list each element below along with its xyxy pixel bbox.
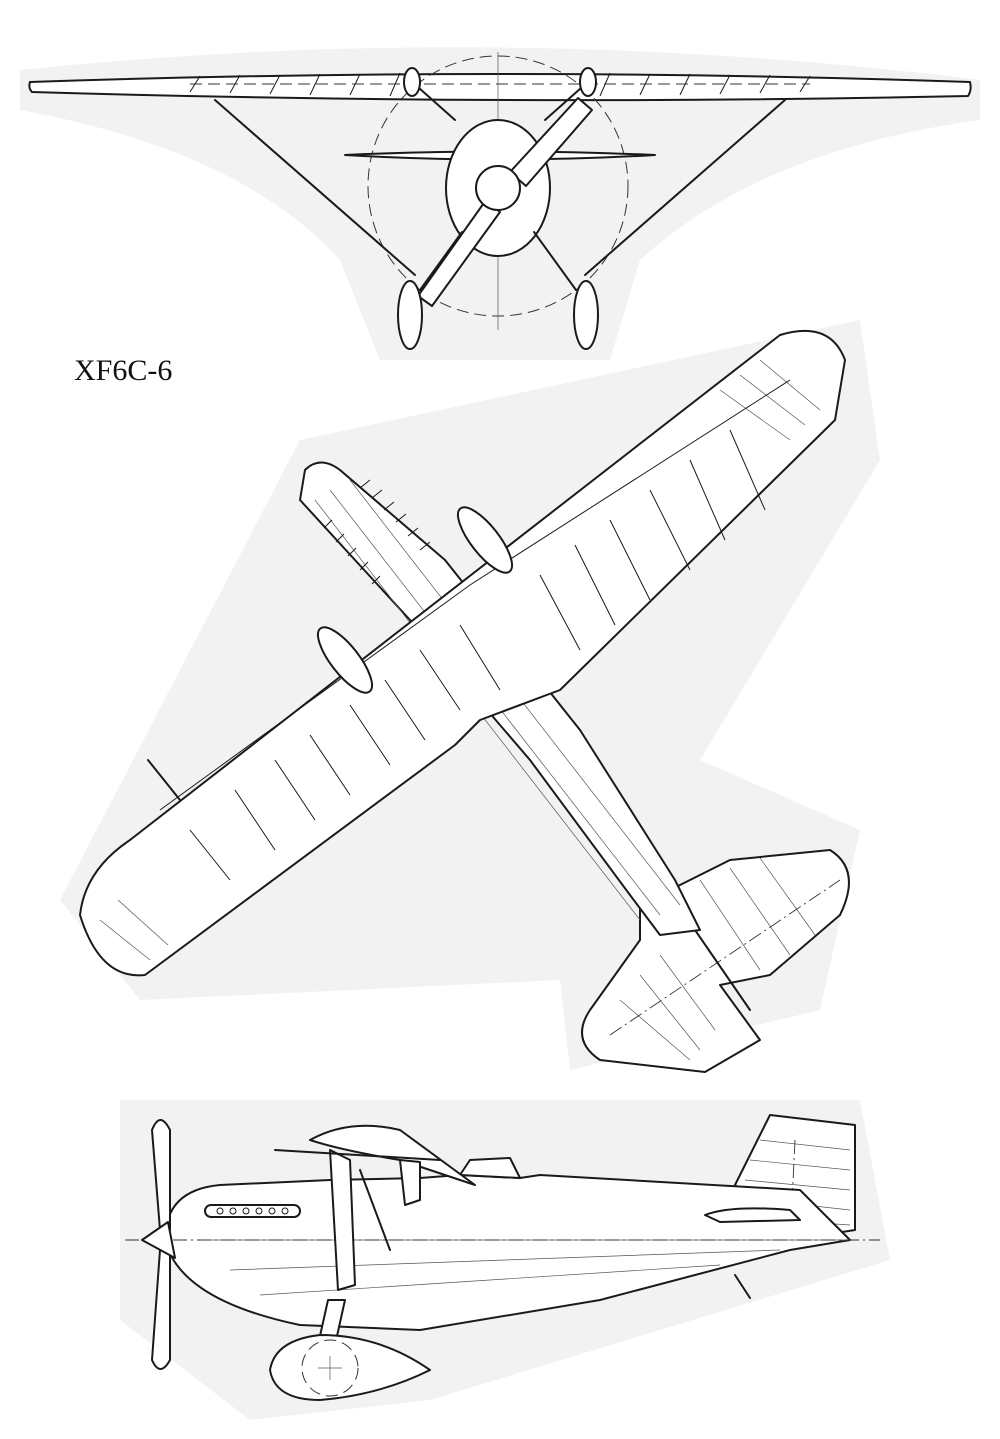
front-view [28, 52, 972, 350]
plan-view-wing-panels [189, 429, 766, 881]
side-view-exhaust-ports [216, 1207, 289, 1215]
front-view-wheel-right [573, 280, 599, 350]
plan-view-tailplane-ribs [619, 857, 816, 1061]
side-view-propeller-blade-lower [151, 1249, 171, 1370]
plan-view-exhaust-stacks [323, 479, 431, 585]
front-view-wheel-left [397, 280, 423, 350]
side-view-propeller-blade-upper [151, 1119, 171, 1231]
front-view-strut-left [214, 99, 416, 276]
side-view-fin-ribs [744, 1139, 851, 1226]
plan-view-wing-spar [159, 379, 791, 811]
plan-view-wing [79, 329, 846, 977]
front-view-wing [28, 73, 972, 102]
plan-view [79, 329, 850, 1073]
front-view-propeller-blade-upper [509, 97, 593, 187]
front-view-gear-legs [419, 231, 577, 291]
side-view-wheel-axle [318, 1356, 342, 1380]
side-view-cabane-struts-diagonal [274, 1149, 441, 1251]
front-view-wingtip-pod-right [579, 67, 597, 97]
side-view-cockpit [459, 1157, 521, 1179]
plan-view-pitot [147, 759, 181, 801]
plan-view-tail-hinge-line [609, 879, 841, 1036]
side-view-wheel [301, 1339, 359, 1397]
front-view-strut-right [584, 99, 786, 276]
side-view-cabane-strut-rear [399, 1159, 421, 1206]
plan-view-gear-pod-right [457, 506, 513, 574]
side-view-fuselage-stringers [200, 1239, 850, 1296]
side-view-wing-section [309, 1124, 476, 1186]
side-view-fuselage [164, 1174, 851, 1331]
aircraft-designation-label: XF6C-6 [74, 354, 172, 387]
side-view-wheel-fairing [269, 1334, 431, 1401]
front-view-spinner [475, 165, 521, 211]
side-view-tailplane [704, 1207, 801, 1223]
side-view [125, 1114, 880, 1401]
plan-view-rudder [694, 929, 751, 1011]
plan-view-wing-aileron-hatch [99, 359, 821, 961]
side-view-tailskid [734, 1274, 751, 1299]
front-view-wingtip-pod-left [403, 67, 421, 97]
plan-view-gear-pod-left [317, 626, 373, 694]
side-view-exhaust-bank [204, 1204, 301, 1218]
side-view-cabane-strut [329, 1149, 356, 1291]
side-view-spinner [141, 1221, 176, 1259]
